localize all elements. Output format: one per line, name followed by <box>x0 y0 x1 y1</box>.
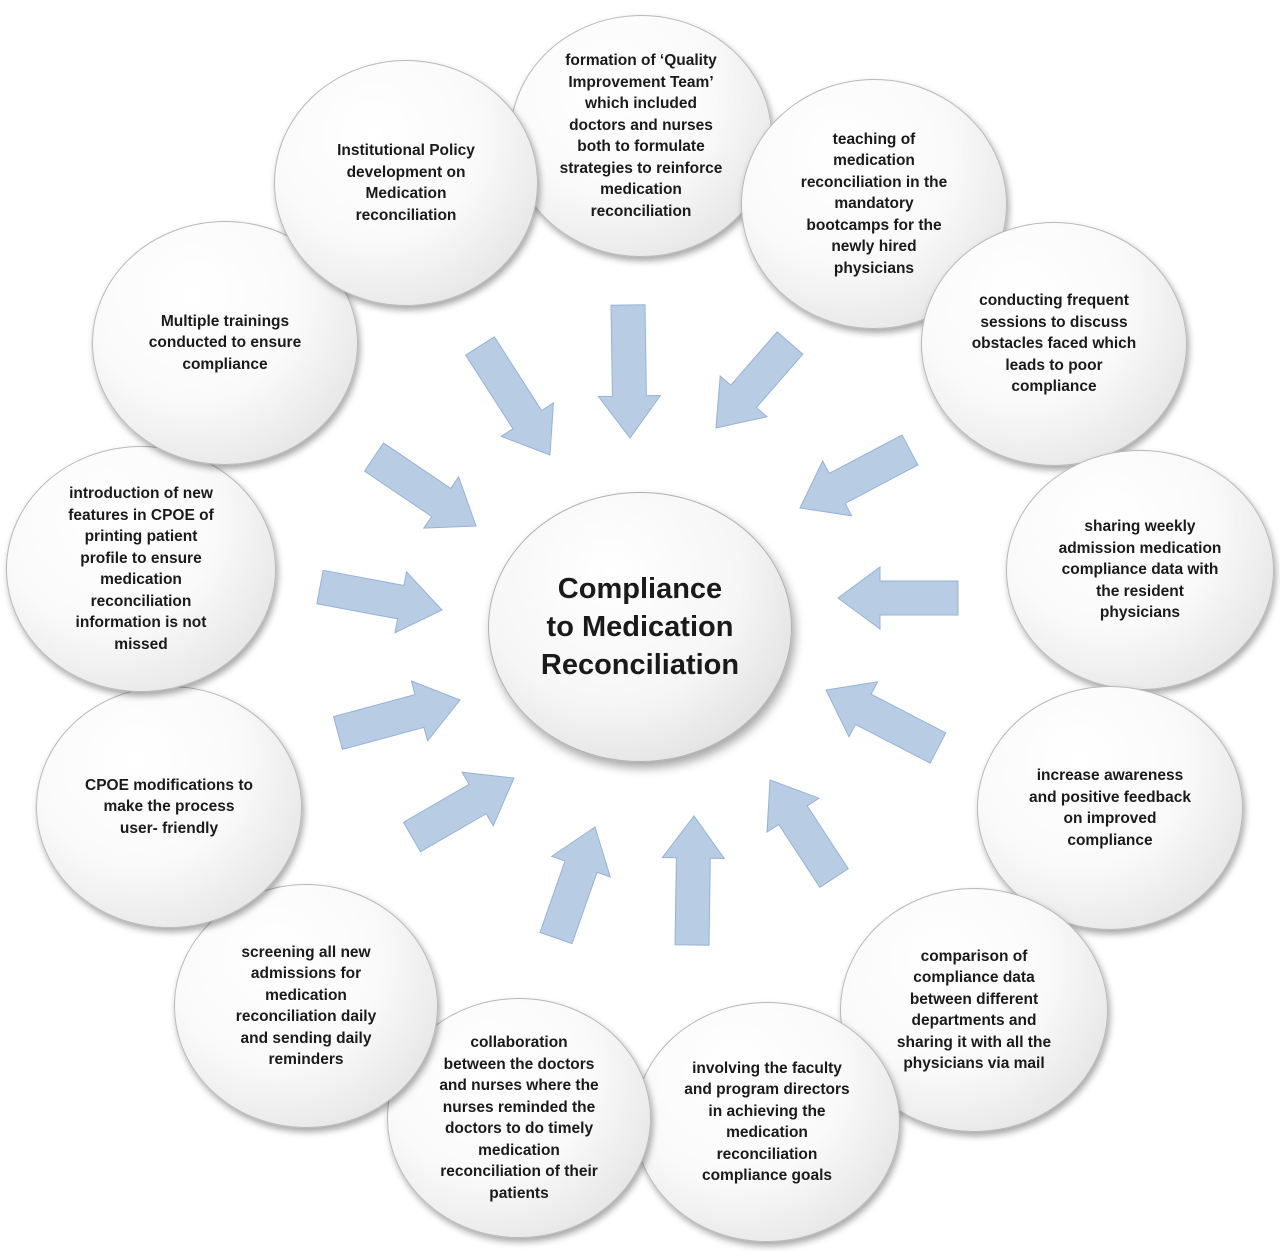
arrow-2 <box>715 331 804 429</box>
node-label: sharing weekly admission medication comp… <box>1058 518 1222 622</box>
node-label: CPOE modifications to make the process u… <box>85 776 253 837</box>
arrow-12 <box>363 442 477 529</box>
arrow-3 <box>799 434 919 517</box>
arrow-7 <box>661 815 726 946</box>
node-label: increase awareness and positive feedback… <box>1029 767 1191 849</box>
node-label: introduction of new features in CPOE of … <box>68 485 214 653</box>
node-weekly-data: sharing weekly admission medication comp… <box>1006 450 1274 690</box>
center-node: Compliance to Medication Reconciliation <box>488 492 792 762</box>
center-label: Compliance to Medication Reconciliation <box>540 573 740 681</box>
arrow-9 <box>402 771 515 853</box>
node-label: teaching of medication reconciliation in… <box>800 130 948 277</box>
node-label: involving the faculty and program direct… <box>684 1059 850 1185</box>
node-label: Institutional Policy development on Medi… <box>337 142 475 224</box>
arrow-4 <box>837 566 959 630</box>
node-screening-admissions: screening all new admissions for medicat… <box>174 884 438 1128</box>
node-formation-qi-team: formation of ‘Quality Improvement Team’ … <box>510 15 772 257</box>
node-awareness-feedback: increase awareness and positive feedback… <box>977 686 1243 930</box>
arrow-13 <box>465 336 554 456</box>
arrow-11 <box>316 569 443 634</box>
node-label: Multiple trainings conducted to ensure c… <box>148 312 302 373</box>
node-faculty-involvement: involving the faculty and program direct… <box>634 1002 900 1242</box>
node-label: collaboration between the doctors and nu… <box>439 1034 599 1202</box>
node-label: screening all new admissions for medicat… <box>235 943 377 1069</box>
node-institutional-policy: Institutional Policy development on Medi… <box>274 60 538 306</box>
node-department-comparison: comparison of compliance data between di… <box>840 888 1108 1132</box>
node-label: formation of ‘Quality Improvement Team’ … <box>559 52 723 220</box>
node-frequent-sessions: conducting frequent sessions to discuss … <box>921 222 1187 466</box>
arrow-1 <box>597 304 662 439</box>
node-label: conducting frequent sessions to discuss … <box>971 292 1137 396</box>
node-teaching-bootcamps: teaching of medication reconciliation in… <box>741 79 1007 329</box>
arrow-8 <box>539 826 612 945</box>
arrow-10 <box>332 680 461 751</box>
node-cpoe-features: introduction of new features in CPOE of … <box>6 446 276 692</box>
arrow-5 <box>825 681 947 764</box>
node-label: comparison of compliance data between di… <box>896 947 1052 1073</box>
arrow-6 <box>766 779 849 888</box>
node-cpoe-modifications: CPOE modifications to make the process u… <box>36 686 302 928</box>
